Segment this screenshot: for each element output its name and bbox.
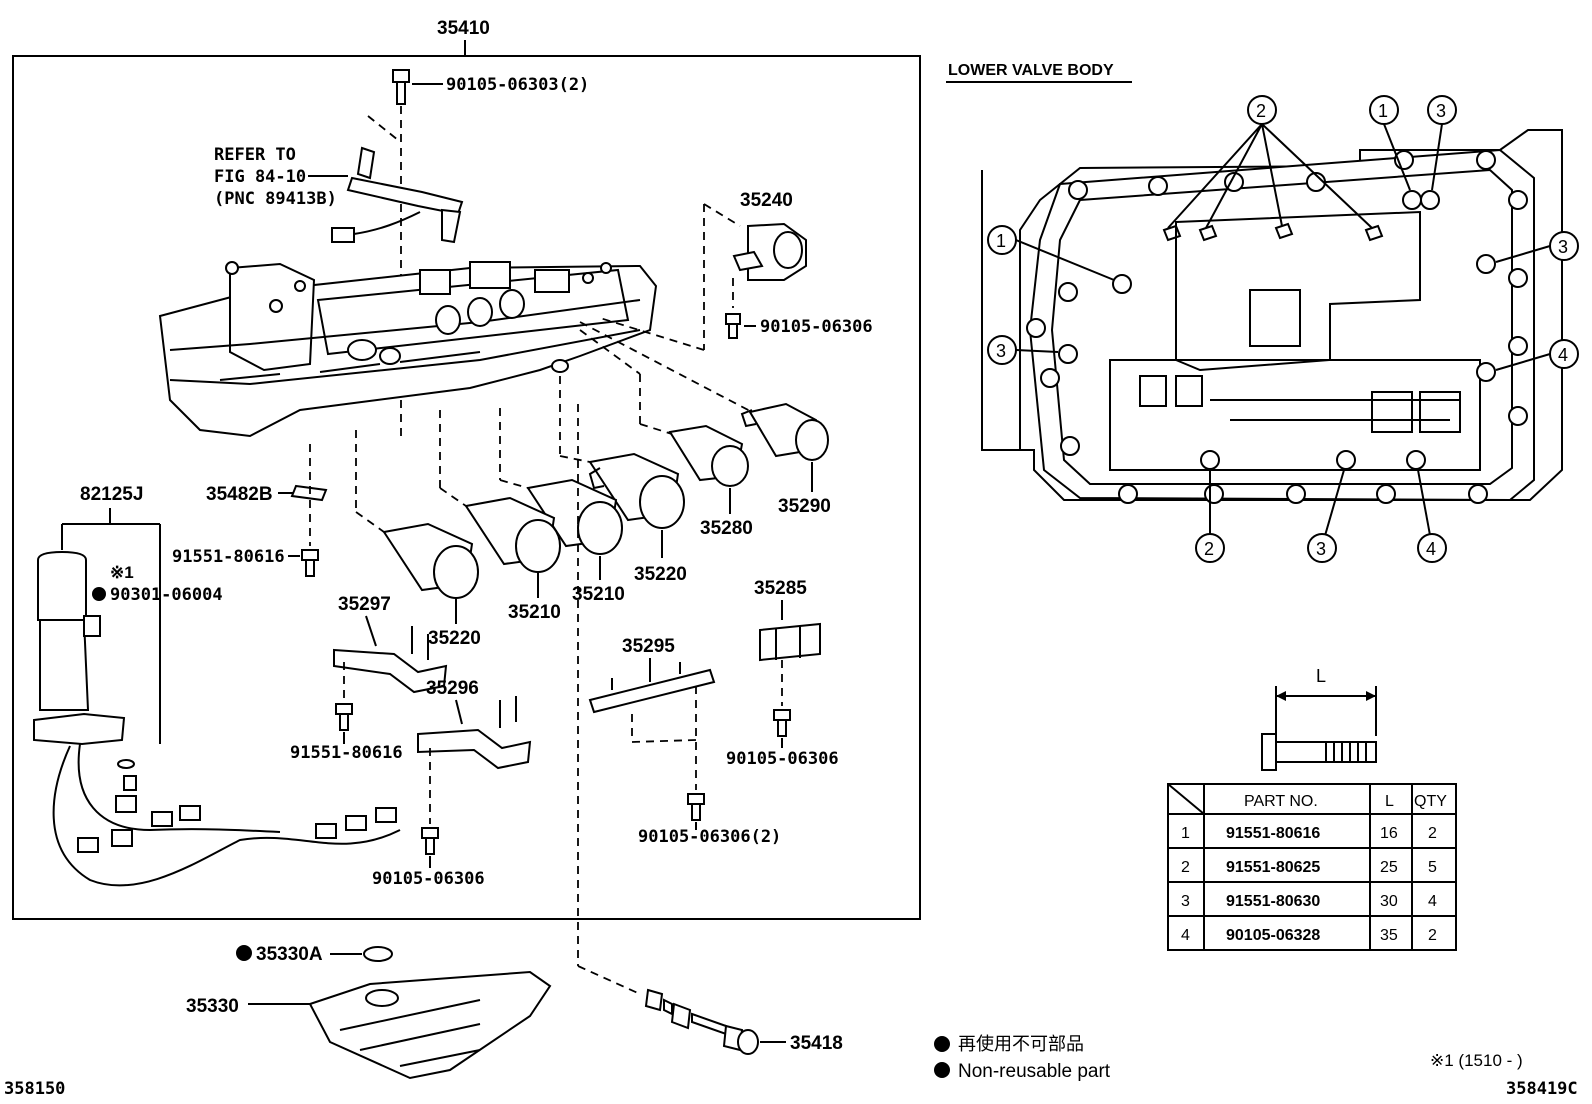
callout-4-right: 4 — [1558, 345, 1568, 365]
table-cell: 5 — [1428, 859, 1437, 876]
refer-line-3: (PNC 89413B) — [214, 189, 337, 209]
solenoid-35210-left: 35210 — [439, 410, 561, 623]
part-label-35290[interactable]: 35290 — [778, 496, 831, 517]
solenoid-35220-left: 35220 — [355, 430, 481, 649]
refer-line-1: REFER TO — [214, 145, 296, 165]
solenoid-35240: 35240 90105-06306 — [599, 190, 873, 351]
bracket-35296: 35296 90105-06306 — [372, 678, 532, 889]
part-label-35210-left[interactable]: 35210 — [508, 602, 561, 623]
table-cell: 3 — [1181, 893, 1190, 910]
part-label-bolt-35296[interactable]: 90105-06306 — [372, 869, 485, 889]
callout-2-bottom: 2 — [1204, 539, 1214, 559]
callout-4-bottom: 4 — [1426, 539, 1436, 559]
valve-35418: 35418 — [577, 404, 843, 1055]
table-cell: 30 — [1380, 893, 1398, 910]
table-cell: 2 — [1428, 927, 1437, 944]
dimension-label: L — [1316, 666, 1326, 686]
perimeter-bolts — [1026, 150, 1528, 504]
callout-circles: 2 1 3 1 3 3 4 2 3 4 — [987, 95, 1579, 563]
table-header-qty: QTY — [1414, 793, 1447, 810]
part-label-35330[interactable]: 35330 — [186, 996, 239, 1017]
table-header-part: PART NO. — [1244, 793, 1318, 810]
part-label-bolt-35297[interactable]: 91551-80616 — [290, 743, 403, 763]
part-label-oring-82125j[interactable]: 90301-06004 — [110, 585, 223, 605]
table-cell[interactable]: 90105-06328 — [1226, 927, 1320, 944]
table-cell: 2 — [1181, 859, 1190, 876]
table-cell[interactable]: 91551-80625 — [1226, 859, 1320, 876]
bracket-35297: 35297 91551-80616 — [290, 594, 448, 763]
plate-35295: 35295 90105-06306(2) — [588, 636, 781, 847]
callout-1-left: 1 — [996, 231, 1006, 251]
part-label-bolt-35295[interactable]: 90105-06306(2) — [638, 827, 781, 847]
refer-to-note: REFER TO FIG 84-10 (PNC 89413B) — [214, 115, 464, 244]
bolt-dimension: L — [1261, 666, 1377, 771]
table-cell: 25 — [1380, 859, 1398, 876]
clip-35482b: 35482B 91551-80616 — [172, 444, 328, 577]
part-label-35280[interactable]: 35280 — [700, 518, 753, 539]
valve-body — [158, 261, 658, 438]
solenoid-35290: 35290 — [579, 321, 831, 517]
legend: 再使用不可部品 Non-reusable part — [934, 1034, 1111, 1082]
part-label-35297[interactable]: 35297 — [338, 594, 391, 615]
solenoid-35220-right: 35220 — [559, 376, 687, 585]
note-1: ※1 (1510 - ) — [1430, 1051, 1523, 1070]
part-label-35296[interactable]: 35296 — [426, 678, 479, 699]
bracket-35285: 35285 90105-06306 — [726, 578, 839, 769]
legend-jp: 再使用不可部品 — [958, 1034, 1084, 1054]
bolt-table: PART NO. L QTY 1 91551-80616 16 2 2 9155… — [1167, 783, 1457, 951]
part-label-35285[interactable]: 35285 — [754, 578, 807, 599]
part-label-bolt-35240[interactable]: 90105-06306 — [760, 317, 873, 337]
legend-en: Non-reusable part — [958, 1061, 1111, 1082]
part-label-35220-right[interactable]: 35220 — [634, 564, 687, 585]
strainer-35330: 35330A 35330 — [186, 944, 552, 1080]
callout-2-top: 2 — [1256, 101, 1266, 121]
callout-3-top: 3 — [1436, 101, 1446, 121]
callout-1-top: 1 — [1378, 101, 1388, 121]
callout-3-bottom: 3 — [1316, 539, 1326, 559]
solenoid-35280: 35280 — [579, 329, 753, 539]
part-label-82125j[interactable]: 82125J — [80, 484, 143, 505]
part-label-35482b[interactable]: 35482B — [206, 484, 273, 505]
part-label-bolt-35285[interactable]: 90105-06306 — [726, 749, 839, 769]
table-cell: 4 — [1181, 927, 1190, 944]
part-label-35418[interactable]: 35418 — [790, 1033, 843, 1054]
table-cell: 2 — [1428, 825, 1437, 842]
part-label-35240[interactable]: 35240 — [740, 190, 793, 211]
assembly-frame: 35410 — [12, 18, 921, 920]
lower-valve-body-title: LOWER VALVE BODY — [948, 62, 1114, 79]
callout-3-right: 3 — [1558, 237, 1568, 257]
table-cell: 1 — [1181, 825, 1190, 842]
table-header-l: L — [1385, 793, 1394, 810]
table-cell: 4 — [1428, 893, 1437, 910]
note-mark: ※1 — [110, 563, 134, 582]
table-cell[interactable]: 91551-80616 — [1226, 825, 1320, 842]
part-label-bolt-35482b[interactable]: 91551-80616 — [172, 547, 285, 567]
bolt-top: 90105-06303(2) — [392, 69, 589, 440]
refer-line-2: FIG 84-10 — [214, 167, 306, 187]
harness-82125j: 82125J ※1 90301-06004 — [33, 484, 401, 887]
solenoid-35210-right: 35210 — [499, 408, 625, 605]
part-label-35410[interactable]: 35410 — [437, 18, 490, 39]
table-cell: 16 — [1380, 825, 1398, 842]
figure-number-right: 358419C — [1506, 1079, 1578, 1099]
part-label-35295[interactable]: 35295 — [622, 636, 675, 657]
part-label-35330a[interactable]: 35330A — [256, 944, 323, 965]
part-label-35220-left[interactable]: 35220 — [428, 628, 481, 649]
table-cell[interactable]: 91551-80630 — [1226, 893, 1320, 910]
part-label-35210-right[interactable]: 35210 — [572, 584, 625, 605]
table-cell: 35 — [1380, 927, 1398, 944]
figure-number-left: 358150 — [4, 1079, 65, 1099]
lower-valve-body: LOWER VALVE BODY — [946, 62, 1579, 563]
callout-3-left: 3 — [996, 341, 1006, 361]
part-label-bolt-top[interactable]: 90105-06303(2) — [446, 75, 589, 95]
